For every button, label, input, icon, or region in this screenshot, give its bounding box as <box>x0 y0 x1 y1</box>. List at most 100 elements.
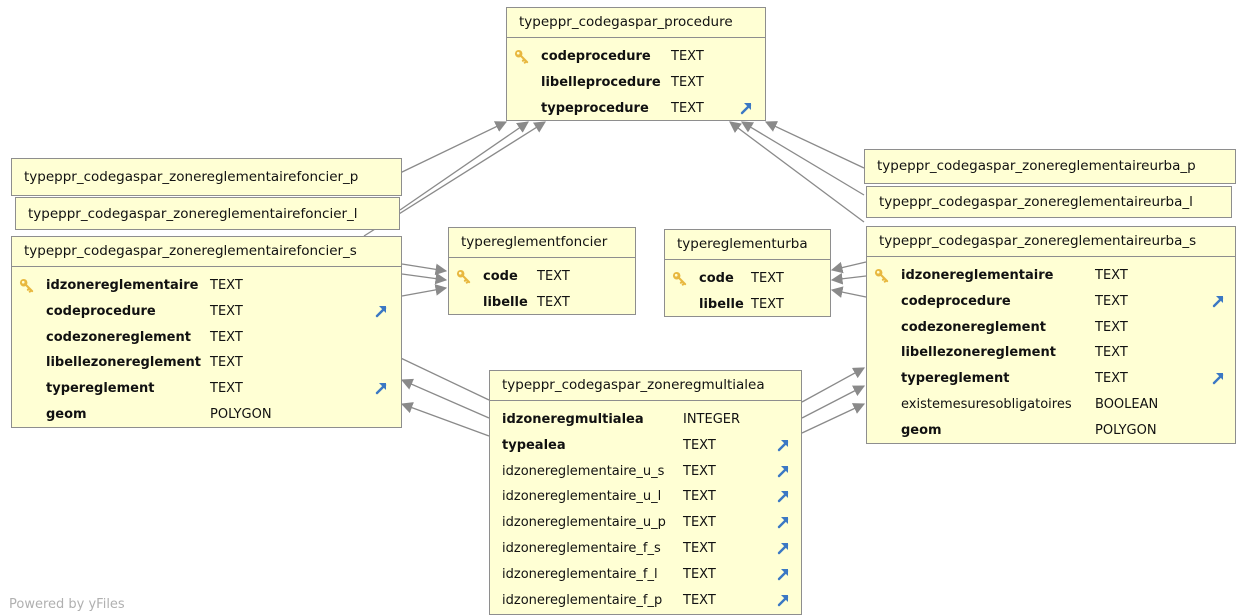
column-type: POLYGON <box>210 406 272 422</box>
edge-foncier-l-to-procedure <box>399 121 529 211</box>
key-icon <box>514 49 529 64</box>
column-row[interactable]: typereglement TEXT <box>12 376 401 402</box>
column-type: TEXT <box>210 355 243 371</box>
column-row[interactable]: idzonereglementaire_f_l TEXT <box>490 562 801 588</box>
column-row[interactable]: codeprocedure TEXT <box>867 289 1235 315</box>
column-type: TEXT <box>1095 319 1128 335</box>
edge-foncier-p-to-reglementfoncier <box>401 263 448 276</box>
table-title: typeppr_codegaspar_zoneregmultialea <box>490 371 801 401</box>
column-name: geom <box>901 422 942 438</box>
column-type: TEXT <box>683 515 716 531</box>
column-name: idzoneregmultialea <box>502 412 644 427</box>
column-name: code <box>699 271 734 286</box>
column-row[interactable]: idzonereglementaire_u_s TEXT <box>490 459 801 485</box>
column-type: POLYGON <box>1095 422 1157 438</box>
table-urba-p[interactable]: typeppr_codegaspar_zonereglementaireurba… <box>864 149 1236 184</box>
column-name: codeprocedure <box>901 293 1011 309</box>
column-name: libelleprocedure <box>541 74 661 90</box>
column-type: TEXT <box>683 540 716 556</box>
column-row[interactable]: geom POLYGON <box>867 418 1235 444</box>
edge-multialea-to-foncier-s <box>386 351 490 401</box>
table-urba-s[interactable]: typeppr_codegaspar_zonereglementaireurba… <box>866 226 1236 444</box>
column-name: typealea <box>502 437 566 453</box>
column-name: idzonereglementaire_f_l <box>502 566 658 582</box>
arrow-up-right-icon <box>1212 373 1224 385</box>
key-icon <box>19 278 34 293</box>
table-procedure[interactable]: typeppr_codegaspar_procedure codeprocedu… <box>506 7 766 121</box>
column-row[interactable]: idzonereglementaire_f_s TEXT <box>490 536 801 562</box>
column-type: TEXT <box>1095 293 1128 309</box>
column-type: TEXT <box>537 294 570 310</box>
edge-multialea-to-urba-l <box>801 385 866 419</box>
arrow-up-right-icon <box>777 465 789 477</box>
column-row[interactable]: existemesuresobligatoires BOOLEAN <box>867 392 1235 418</box>
column-type: TEXT <box>671 74 704 90</box>
column-type: TEXT <box>210 381 243 397</box>
column-type: TEXT <box>751 271 784 286</box>
column-name: codezonereglement <box>901 319 1046 335</box>
edge-urba-s-to-procedure <box>729 121 865 223</box>
column-name: idzonereglementaire <box>901 268 1054 283</box>
arrow-up-right-icon <box>375 383 387 395</box>
column-name: libelle <box>483 294 528 310</box>
edge-multialea-to-urba-s <box>801 403 866 434</box>
arrow-up-right-icon <box>1212 295 1224 307</box>
column-name: existemesuresobligatoires <box>901 396 1072 412</box>
column-name: libelle <box>699 296 744 312</box>
column-name: idzonereglementaire_u_s <box>502 463 665 479</box>
column-name: idzonereglementaire_u_p <box>502 515 666 531</box>
column-name: libellezonereglement <box>46 355 201 371</box>
table-foncier-s[interactable]: typeppr_codegaspar_zonereglementairefonc… <box>11 236 402 428</box>
edge-urba-l-to-reglementurba <box>830 272 867 285</box>
column-type: TEXT <box>671 100 704 116</box>
arrow-up-right-icon <box>777 517 789 529</box>
column-type: BOOLEAN <box>1095 396 1159 412</box>
column-type: TEXT <box>683 566 716 582</box>
table-title: typeppr_codegaspar_zonereglementairefonc… <box>24 169 359 185</box>
column-row[interactable]: code TEXT <box>665 266 830 292</box>
arrow-up-right-icon <box>375 305 387 317</box>
table-urba-l[interactable]: typeppr_codegaspar_zonereglementaireurba… <box>866 186 1232 218</box>
column-row[interactable]: libellezonereglement TEXT <box>12 350 401 376</box>
column-name: libellezonereglement <box>901 345 1056 361</box>
column-row[interactable]: libelle TEXT <box>449 290 635 316</box>
edge-multialea-to-foncier-p <box>400 402 490 437</box>
arrow-up-right-icon <box>777 491 789 503</box>
table-title: typeppr_codegaspar_zonereglementaireurba… <box>867 227 1235 257</box>
table-title: typeppr_codegaspar_procedure <box>507 8 765 38</box>
column-type: TEXT <box>537 269 570 284</box>
table-foncier-l[interactable]: typeppr_codegaspar_zonereglementairefonc… <box>15 197 400 230</box>
column-row[interactable]: idzonereglementaire_u_p TEXT <box>490 510 801 536</box>
table-foncier-p[interactable]: typeppr_codegaspar_zonereglementairefonc… <box>11 158 402 196</box>
column-type: TEXT <box>683 463 716 479</box>
column-row[interactable]: libelleprocedure TEXT <box>507 70 765 96</box>
table-zoneregmultialea[interactable]: typeppr_codegaspar_zoneregmultialea idzo… <box>489 370 802 615</box>
column-name: typereglement <box>901 371 1010 387</box>
column-name: idzonereglementaire_f_s <box>502 540 661 556</box>
edge-foncier-s-to-reglementfoncier <box>401 284 448 297</box>
column-row[interactable]: codezonereglement TEXT <box>867 315 1235 341</box>
arrow-up-right-icon <box>777 568 789 580</box>
arrow-up-right-icon <box>777 542 789 555</box>
column-name: typereglement <box>46 381 155 397</box>
